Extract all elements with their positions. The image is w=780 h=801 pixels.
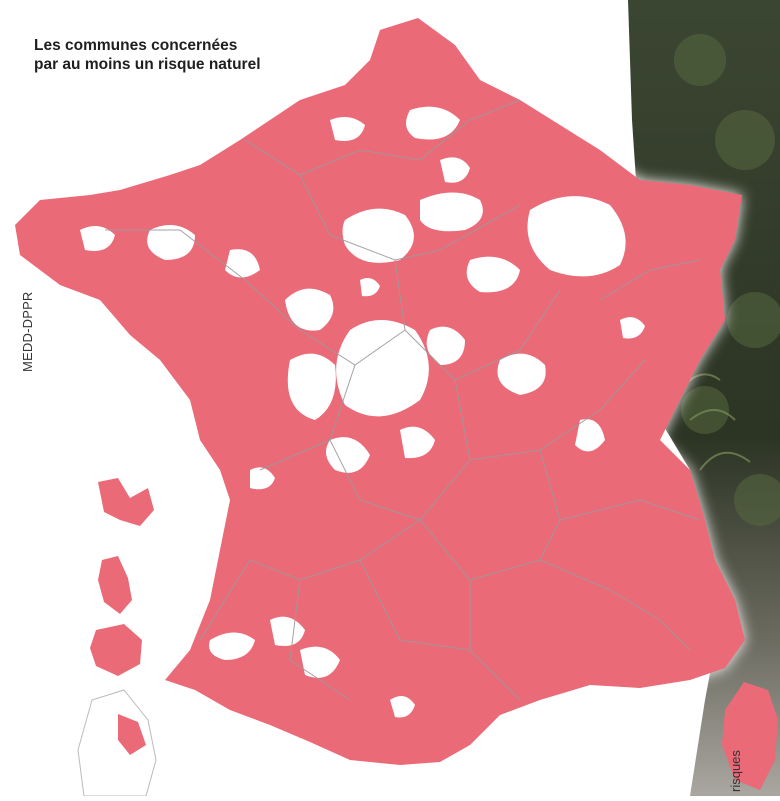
department-boundaries [105,99,701,701]
guyane-risk-area [118,714,146,755]
no-risk-patch [270,616,305,646]
no-risk-patch [575,419,605,452]
no-risk-patch [426,326,465,365]
map-title: Les communes concernées par au moins un … [34,36,261,74]
map-title-line-2: par au moins un risque naturel [34,56,261,73]
no-risk-patch [147,225,195,260]
no-risk-patch [497,353,546,395]
overseas-insets [77,478,157,797]
no-risk-patch [330,116,365,141]
guadeloupe-inset [98,478,154,526]
no-risk-patch [527,196,626,277]
no-risk-patch [406,106,460,140]
no-risk-patch [80,226,115,251]
no-risk-patch [342,208,414,263]
no-risk-patch [420,192,483,232]
no-risk-patch [287,353,336,420]
reunion-inset [90,624,142,676]
no-risk-patch [466,256,520,293]
no-risk-patch [209,632,255,660]
no-risk-patch [300,646,340,678]
side-caption: risques [728,750,743,792]
no-risk-patch [390,696,415,718]
source-credit: MEDD-DPPR [20,291,35,372]
no-risk-patch [285,288,334,331]
martinique-inset [98,556,132,614]
no-risk-patch [400,426,435,459]
guyane-inset [77,689,157,797]
map-title-line-1: Les communes concernées [34,37,238,54]
no-risk-patch [620,317,645,339]
no-risk-patch [326,437,370,473]
no-risk-patch [360,278,380,297]
no-risk-patch [225,249,260,278]
corsica [722,682,778,790]
no-risk-patch [440,157,470,183]
no-risk-areas [80,106,645,718]
no-risk-patch [250,467,275,490]
no-risk-patch [336,320,429,417]
